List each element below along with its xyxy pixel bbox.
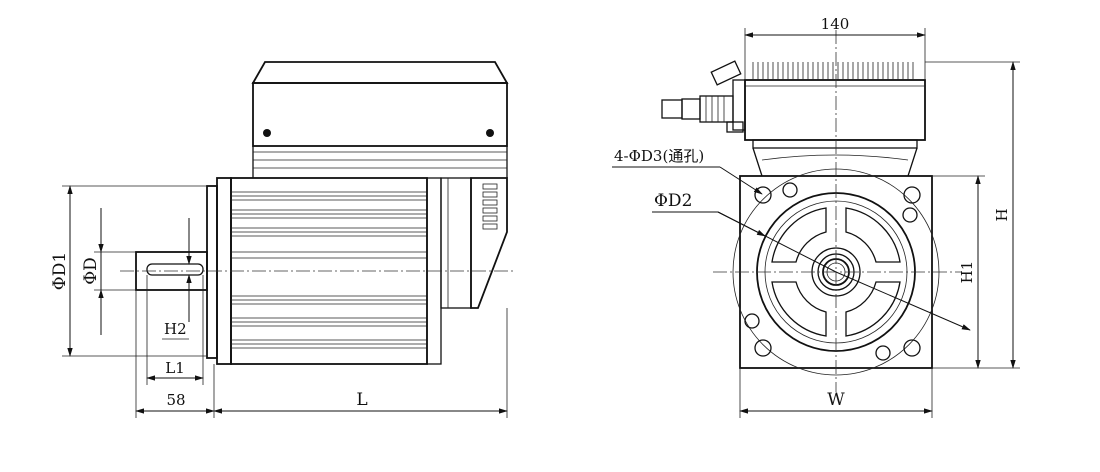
screw-hole-icon [744, 313, 760, 329]
screw-hole-icon [782, 182, 798, 198]
dim-flange-dia-label: ΦD1 [50, 252, 70, 290]
holes-label: 4-ΦD3(通孔) [614, 147, 704, 165]
dim-mount-height-label: H1 [958, 261, 976, 284]
spoke-windows [771, 207, 901, 337]
screw-icon [486, 129, 494, 137]
mount-hole-icon [754, 339, 772, 357]
side-shaft [135, 251, 208, 291]
screw-hole-icon [875, 345, 891, 361]
dim-width-label: W [827, 390, 845, 410]
mount-hole-icon [754, 186, 772, 204]
side-motor-body [230, 177, 442, 365]
dim-length-label: L [356, 390, 367, 410]
screw-icon [263, 129, 271, 137]
shaft-key [146, 263, 204, 276]
front-controller-box [661, 60, 926, 177]
dim-key-length-label: L1 [165, 359, 185, 377]
dim-key-height-label: H2 [164, 320, 187, 338]
front-view: 140 W H1 H 4-ΦD3(通孔) ΦD2 [612, 15, 1020, 418]
mount-hole-icon [903, 339, 921, 357]
dim-height-label: H [993, 208, 1011, 221]
dim-shaft-length-label: 58 [166, 391, 185, 409]
mount-holes [744, 182, 921, 361]
side-rear-housing [440, 177, 508, 309]
side-flange-plate [206, 185, 218, 359]
side-controller-box [251, 61, 509, 178]
screw-hole-icon [902, 207, 918, 223]
dim-top-width-label: 140 [821, 15, 850, 33]
pcd-label: ΦD2 [654, 191, 692, 211]
mount-hole-icon [903, 186, 921, 204]
side-view: ΦD1 ΦD H2 L1 58 L [50, 61, 515, 418]
dim-shaft-dia-label: ΦD [81, 257, 101, 285]
